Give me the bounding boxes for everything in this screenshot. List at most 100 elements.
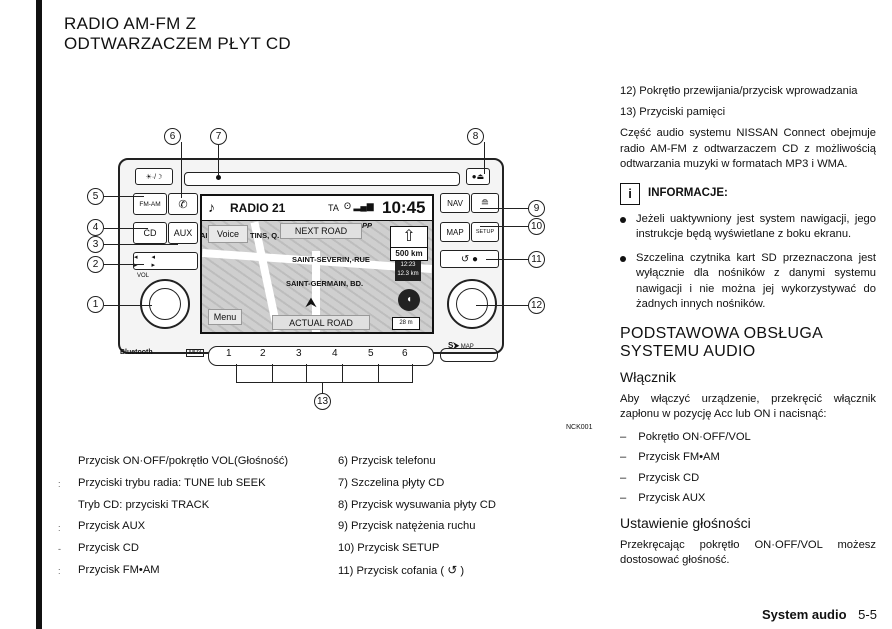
- legend-left: Przycisk ON·OFF/pokrętło VOL(Głośność) P…: [78, 451, 288, 582]
- sd-map-logo: S⮞ MAP: [448, 341, 474, 350]
- eta-box: 12:23 12.3 km: [395, 261, 421, 281]
- figure-code: NCK001: [566, 424, 593, 431]
- legend-item-11: 11) Przycisk cofania ( ↺ ): [338, 562, 465, 577]
- callout-9: 9: [528, 200, 545, 217]
- legend-mid: 6) Przycisk telefonu 7) Szczelina płyty …: [338, 451, 496, 583]
- preset-5: 5: [368, 348, 374, 359]
- right-column: 12) Pokrętło przewijania/przycisk wprowa…: [620, 84, 876, 578]
- section-title: PODSTAWOWA OBSŁUGA SYSTEMU AUDIO: [620, 324, 824, 360]
- legend-item-3: Przycisk AUX: [78, 520, 146, 533]
- compass-icon: ◖: [398, 289, 420, 311]
- seek-icons: ◂◂ ▸▸: [134, 254, 170, 269]
- car-position-icon: ⮝: [305, 294, 317, 310]
- legend-item-6: 6) Przycisk telefonu: [338, 455, 436, 467]
- legend-item-2: Przyciski trybu radia: TUNE lub SEEK: [78, 476, 266, 489]
- preset-1: 1: [226, 348, 232, 359]
- seek-buttons: ◂◂ ▸▸: [133, 252, 198, 270]
- switch-item-4: –Przycisk AUX: [620, 492, 706, 504]
- vol-label: VOL: [137, 273, 150, 279]
- top-left-button: ☀·/☽: [135, 168, 173, 185]
- preset-2: 2: [260, 348, 266, 359]
- fm-am-button: FM-AM: [133, 193, 167, 215]
- legend-item-5: Przycisk FM•AM: [78, 563, 160, 576]
- actual-road-label: ACTUAL ROAD: [272, 315, 370, 330]
- turn-arrow-icon: ⇧: [390, 226, 428, 248]
- distance-readout: 500 km: [390, 247, 428, 261]
- subsection-switch-title: Włącznik: [620, 368, 677, 385]
- legend-item-9: 9) Przycisk natężenia ruchu: [338, 520, 476, 533]
- music-note-icon: ♪: [208, 199, 215, 215]
- info-bullet-2: Szczelina czytnika kart SD przeznaczona …: [620, 251, 876, 313]
- switch-item-3: –Przycisk CD: [620, 471, 700, 484]
- legend-item-12: 12) Pokrętło przewijania/przycisk wprowa…: [620, 85, 858, 97]
- volume-paragraph: Przekręcając pokrętło ON·OFF/VOL możesz …: [620, 538, 876, 567]
- title-line-2: ODTWARZACZEM PŁYT CD: [64, 34, 292, 53]
- callout-13: 13: [314, 393, 331, 410]
- map-view: Voice AI TINS, Q. NEXT ROAD PP SAINT-SEV…: [202, 221, 432, 332]
- callout-4: 4: [87, 219, 104, 236]
- back-icon: ↺ ●: [460, 253, 479, 265]
- pp-label: PP: [362, 221, 373, 230]
- sd-logo-icon: S⮞: [448, 341, 460, 350]
- footer-section: System audio: [762, 607, 847, 622]
- preset-button-bar: [208, 346, 434, 366]
- next-road-label: NEXT ROAD: [280, 223, 362, 239]
- traffic-icon: ≘: [480, 197, 490, 209]
- switch-list: –Pokrętło ON·OFF/VOL –Przycisk FM•AM –Pr…: [620, 427, 876, 509]
- setup-button: SETUP: [471, 222, 499, 242]
- ai-label: AI: [200, 231, 208, 240]
- volume-knob: [140, 279, 190, 329]
- phone-icon: ✆: [178, 198, 188, 211]
- info-bullet-1: Jeżeli uaktywniony jest system nawigacji…: [620, 212, 876, 243]
- info-header: i INFORMACJE:: [620, 182, 876, 205]
- radio-station-label: RADIO 21: [230, 201, 286, 215]
- street-label-2: SAINT-GERMAIN, BD.: [286, 279, 364, 288]
- preset-6: 6: [402, 348, 408, 359]
- callout-1: 1: [87, 296, 104, 313]
- cd-button: CD: [133, 222, 167, 244]
- bluetooth-label: Bluetooth: [120, 349, 153, 356]
- callout-10: 10: [528, 218, 545, 235]
- page-title: RADIO AM-FM Z ODTWARZACZEM PŁYT CD: [64, 14, 291, 54]
- page-footer: System audio 5-5: [762, 607, 877, 622]
- traffic-button: ≘: [471, 193, 499, 213]
- subsection-volume-title: Ustawienie głośności: [620, 514, 751, 531]
- callout-8: 8: [467, 128, 484, 145]
- map-button: MAP: [440, 222, 470, 242]
- scroll-enter-knob: [447, 279, 497, 329]
- footer-page-number: 5-5: [858, 607, 877, 622]
- legend-item-2b: Tryb CD: przyciski TRACK: [78, 498, 210, 511]
- ta-indicator: TA: [328, 203, 339, 213]
- switch-paragraph: Aby włączyć urządzenie, przekręcić włącz…: [620, 392, 876, 421]
- margin-marks: : :-:: [58, 479, 61, 577]
- voice-button: Voice: [208, 225, 248, 243]
- preset-4: 4: [332, 348, 338, 359]
- legend-item-10: 10) Przycisk SETUP: [338, 542, 440, 555]
- aux-button: AUX: [168, 222, 198, 244]
- legend-item-1: Przycisk ON·OFF/pokrętło VOL(Głośność): [78, 455, 289, 467]
- legend-item-13: 13) Przyciski pamięci: [620, 105, 726, 118]
- info-title: INFORMACJE:: [648, 186, 728, 199]
- scale-readout: 28 m: [392, 317, 420, 330]
- menu-button: Menu: [208, 309, 242, 325]
- phone-button: ✆: [168, 193, 198, 215]
- eject-icon: ●⏏: [471, 172, 485, 181]
- street-label-3: TINS, Q.: [250, 231, 280, 240]
- page-binding-edge: [36, 0, 42, 629]
- legend-item-7: 7) Szczelina płyty CD: [338, 476, 445, 489]
- intro-paragraph: Część audio systemu NISSAN Connect obejm…: [620, 127, 876, 170]
- legend-item-8: 8) Przycisk wysuwania płyty CD: [338, 498, 496, 511]
- signal-icon: ʘ ▂▄▆: [344, 201, 374, 211]
- preset-3: 3: [296, 348, 302, 359]
- callout-7: 7: [210, 128, 227, 145]
- mp3-badge: MP3: [186, 349, 205, 357]
- callout-2: 2: [87, 256, 104, 273]
- switch-item-2: –Przycisk FM•AM: [620, 451, 720, 463]
- switch-item-1: –Pokrętło ON·OFF/VOL: [620, 430, 751, 443]
- cd-slot-marker: [216, 175, 221, 180]
- callout-12: 12: [528, 297, 545, 314]
- cd-slot: [184, 172, 460, 186]
- clock: 10:45: [382, 198, 426, 217]
- nav-screen: ♪ RADIO 21 TA ʘ ▂▄▆ 10:45 Voice AI TINS,…: [200, 194, 434, 334]
- street-label-1: SAINT-SEVERIN,-RUE: [292, 255, 370, 264]
